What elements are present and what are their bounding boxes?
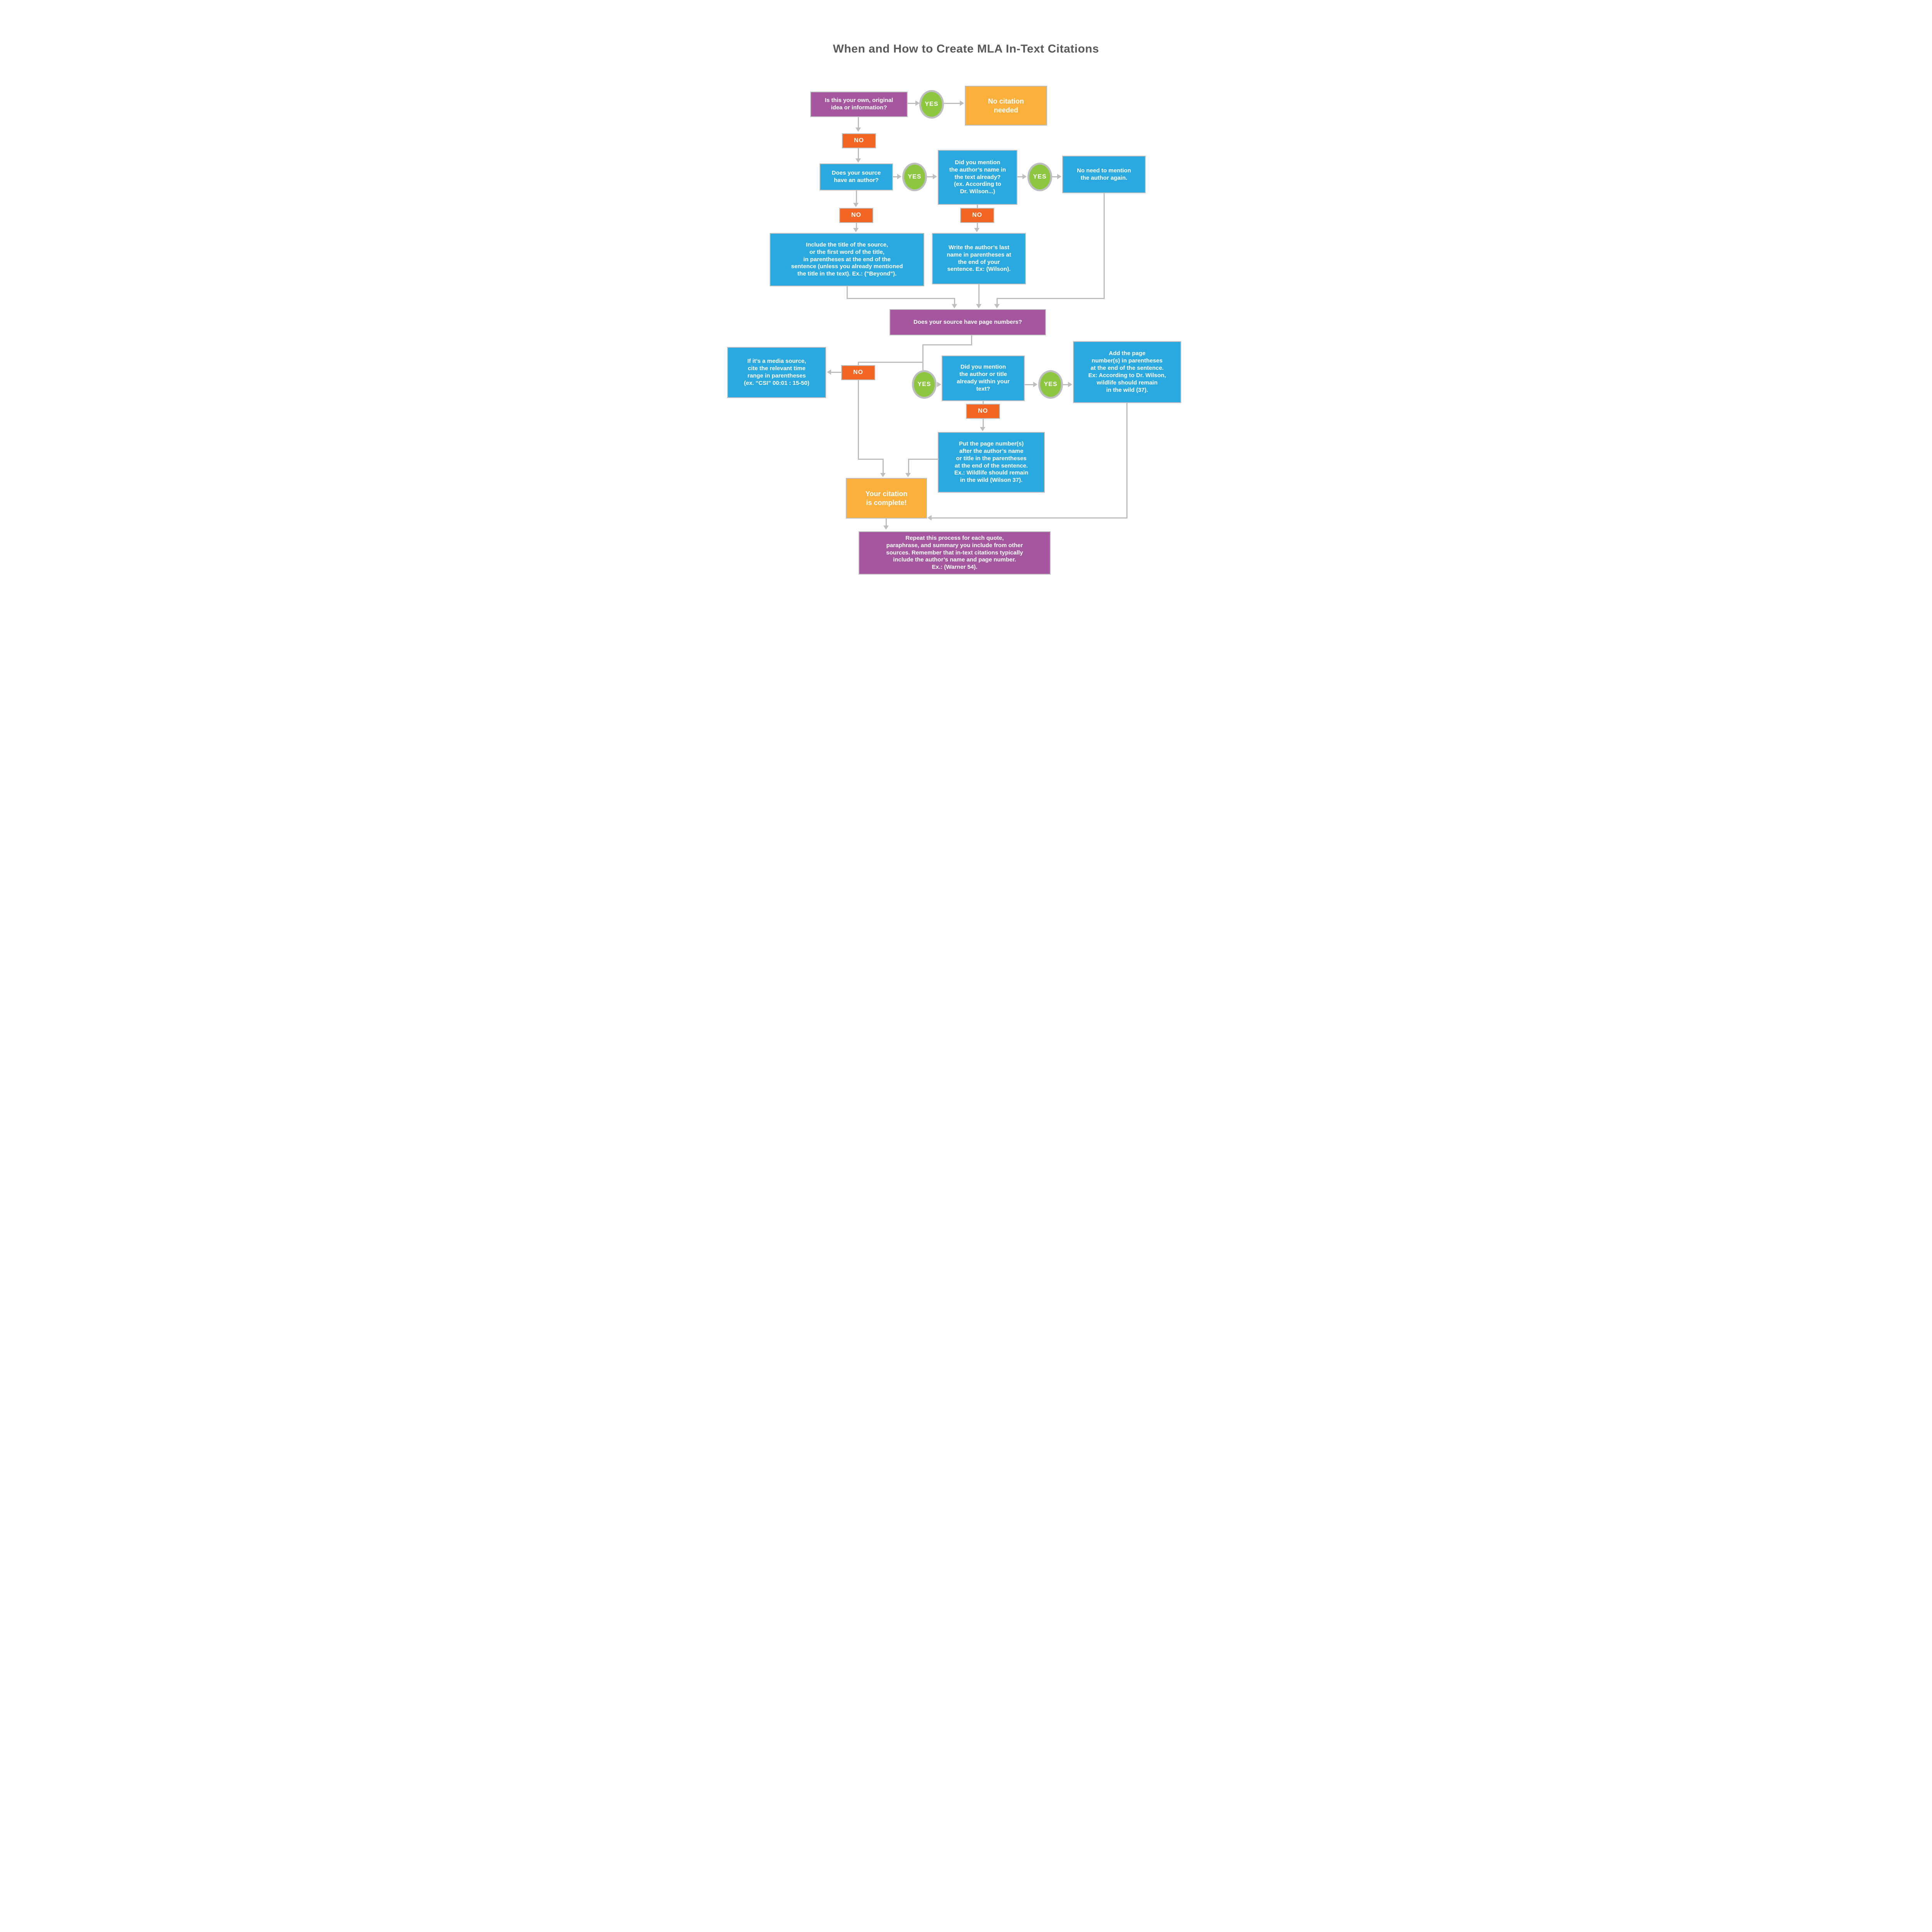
arrow-down-icon [883,526,889,530]
node-media-source-instruction: If it’s a media source, cite the relevan… [727,347,826,398]
connector-line [858,380,859,460]
arrow-right-icon [937,382,941,387]
connector-line [856,190,857,203]
connector-line [977,223,978,228]
arrow-right-icon [915,100,920,106]
node-put-page-numbers-instruction: Put the page number(s) after the author’… [938,432,1045,493]
connector-line [858,362,923,363]
yes-badge-5: YES [1038,370,1063,399]
node-citation-complete: Your citation is complete! [846,478,927,519]
connector-line [1104,193,1105,299]
connector-line [971,335,972,345]
connector-line [922,344,972,345]
connector-line [1126,403,1128,518]
connector-line [831,372,842,373]
connector-line [908,103,916,104]
connector-line [922,344,923,370]
arrow-right-icon [1068,382,1072,387]
arrow-right-icon [897,174,901,179]
node-no-need-mention-again: No need to mention the author again. [1062,156,1146,193]
arrow-down-icon [855,158,861,163]
connector-line [847,298,955,299]
connector-line [886,519,887,526]
connector-line [983,401,984,404]
connector-line [858,117,859,128]
connector-line [997,298,1105,299]
arrow-right-icon [933,174,937,179]
arrow-down-icon [994,304,1000,308]
arrow-down-icon [905,473,911,477]
node-include-title-instruction: Include the title of the source, or the … [770,233,924,286]
connector-line [977,205,978,208]
connector-line [858,148,859,159]
arrow-right-icon [1022,174,1027,179]
yes-badge-2: YES [902,163,927,191]
connector-line [954,298,955,304]
node-question-author-mentioned: Did you mention the author’s name in the… [938,150,1017,205]
no-badge-1: NO [842,133,876,148]
no-badge-3: NO [960,208,994,223]
arrow-right-icon [960,100,964,106]
connector-line [847,286,848,299]
arrow-down-icon [853,228,859,232]
node-question-page-numbers: Does your source have page numbers? [889,309,1046,335]
connector-line [908,459,938,460]
arrow-down-icon [855,128,861,132]
arrow-down-icon [980,427,985,431]
connector-line [858,459,884,460]
arrow-down-icon [976,304,981,308]
page-title: When and How to Create MLA In-Text Citat… [833,43,1099,55]
connector-line [927,176,933,177]
node-question-author-or-title-mentioned: Did you mention the author or title alre… [942,355,1025,401]
arrow-left-icon [827,369,831,375]
connector-line [883,459,884,473]
yes-badge-3: YES [1027,163,1052,191]
connector-line [1063,384,1068,385]
no-badge-2: NO [839,208,873,223]
node-add-page-numbers-instruction: Add the page number(s) in parentheses at… [1073,341,1181,403]
connector-line [944,103,960,104]
yes-badge-4: YES [912,370,937,399]
connector-line [856,223,857,228]
connector-line [1052,176,1058,177]
arrow-down-icon [974,228,980,232]
connector-line [893,176,898,177]
yes-badge-1: YES [919,90,944,119]
arrow-right-icon [1033,382,1037,387]
connector-line [997,298,998,304]
node-question-has-author: Does your source have an author? [820,163,893,190]
arrow-left-icon [927,515,932,520]
flowchart-canvas: When and How to Create MLA In-Text Citat… [701,0,1231,627]
connector-line [1017,176,1023,177]
arrow-down-icon [853,203,859,207]
node-repeat-process-note: Repeat this process for each quote, para… [859,531,1051,575]
connector-line [1025,384,1034,385]
connector-line [932,517,1128,519]
connector-line [908,459,909,473]
node-no-citation-needed: No citation needed [965,86,1047,126]
connector-line [858,362,859,365]
node-question-original-idea: Is this your own, original idea or infor… [810,92,908,117]
connector-line [983,419,984,427]
arrow-down-icon [880,473,886,477]
no-badge-4: NO [841,365,875,380]
no-badge-5: NO [966,404,1000,419]
connector-line [978,284,980,304]
node-write-last-name-instruction: Write the author’s last name in parenthe… [932,233,1026,284]
arrow-right-icon [1057,174,1061,179]
arrow-down-icon [952,304,957,308]
